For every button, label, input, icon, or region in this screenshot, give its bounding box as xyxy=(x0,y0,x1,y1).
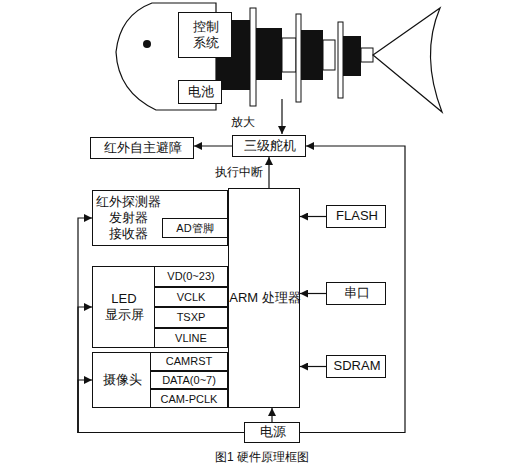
text-holder: 电池 xyxy=(179,81,223,103)
amplify-arrow xyxy=(281,99,282,134)
connector-arrow xyxy=(300,146,405,433)
memory-box: FLASH xyxy=(326,205,386,228)
body-joint xyxy=(282,38,296,72)
figure-caption: 图1 硬件原理框图 xyxy=(0,449,524,466)
connector-arrow xyxy=(194,145,232,146)
pin-cell: AD管脚 xyxy=(162,218,228,238)
body-plate xyxy=(296,14,301,102)
label-text: VCLK xyxy=(177,291,206,303)
text-holder: ARM 处理器 xyxy=(229,189,301,407)
node-text: 摄像头 xyxy=(103,372,142,388)
connector-arrow xyxy=(268,157,269,188)
control-box: 控制系统 xyxy=(178,12,232,58)
label-text: VD(0~23) xyxy=(167,270,214,282)
node-text: 红外自主避障 xyxy=(104,140,182,156)
signal-cell: VLINE xyxy=(154,328,228,349)
label-text: AD管脚 xyxy=(176,221,213,236)
signal-label: 放大 xyxy=(226,113,260,131)
connector-arrow xyxy=(300,293,326,294)
memory-box: SDRAM xyxy=(326,355,386,378)
connector-arrow xyxy=(300,216,326,217)
label-text: TSXP xyxy=(177,311,206,323)
fish-eye xyxy=(143,40,151,48)
connector-arrow xyxy=(300,366,326,367)
text-holder: LED 显示屏 xyxy=(93,267,155,347)
body-plate xyxy=(338,22,343,98)
fish-tail xyxy=(373,8,442,112)
text-holder: 红外探测器 发射器 接收器 xyxy=(93,191,163,245)
label-text: 放大 xyxy=(231,114,255,131)
signal-cell: VD(0~23) xyxy=(154,266,228,287)
body-block xyxy=(343,36,361,76)
node-text: 电源 xyxy=(260,424,286,440)
text-holder: 三级舵机 xyxy=(233,136,307,156)
body-block xyxy=(256,28,282,80)
connector-arrow xyxy=(271,408,272,422)
body-plate xyxy=(250,8,256,106)
text-holder: 摄像头 xyxy=(93,353,151,407)
tail-joint xyxy=(361,48,373,62)
connector-arrow xyxy=(78,218,244,433)
signal-cell: DATA(0~7) xyxy=(150,371,228,390)
node-text: 串口 xyxy=(344,285,370,301)
label-text: CAM-PCLK xyxy=(161,393,218,405)
label-text: CAMRST xyxy=(166,355,212,367)
signal-cell: VCLK xyxy=(154,287,228,308)
edge-label-text: 执行中断 xyxy=(215,165,263,179)
node-text: SDRAM xyxy=(334,358,381,374)
node-text: ARM 处理器 xyxy=(229,290,301,306)
port-box: 串口 xyxy=(326,282,386,305)
battery-box: 电池 xyxy=(178,80,222,104)
signal-cell: CAMRST xyxy=(150,352,228,371)
body-joint xyxy=(323,40,335,70)
edge-label: 执行中断 xyxy=(214,164,264,181)
text-holder: SDRAM xyxy=(327,356,387,377)
node-text: 控制系统 xyxy=(190,19,222,52)
node-text: LED 显示屏 xyxy=(93,291,155,324)
power-box: 电源 xyxy=(244,422,300,443)
label-text: DATA(0~7) xyxy=(162,374,216,386)
text-holder: 控制系统 xyxy=(190,13,222,57)
signal-cell: CAM-PCLK xyxy=(150,389,228,408)
processor-box: ARM 处理器 xyxy=(228,188,300,408)
text-holder: 串口 xyxy=(327,283,387,304)
text-holder: 电源 xyxy=(245,423,301,442)
process-box: 三级舵机 xyxy=(232,135,306,157)
node-text: 电池 xyxy=(188,84,214,100)
node-text: 红外探测器 发射器 接收器 xyxy=(93,194,163,243)
text-holder: FLASH xyxy=(327,206,387,227)
caption-text: 图1 硬件原理框图 xyxy=(215,450,309,464)
process-box: 红外自主避障 xyxy=(90,137,194,159)
body-block xyxy=(301,30,323,80)
label-text: VLINE xyxy=(175,332,207,344)
node-text: 三级舵机 xyxy=(244,138,296,154)
node-text: FLASH xyxy=(336,208,378,224)
text-holder: 红外自主避障 xyxy=(91,138,195,158)
signal-cell: TSXP xyxy=(154,307,228,328)
